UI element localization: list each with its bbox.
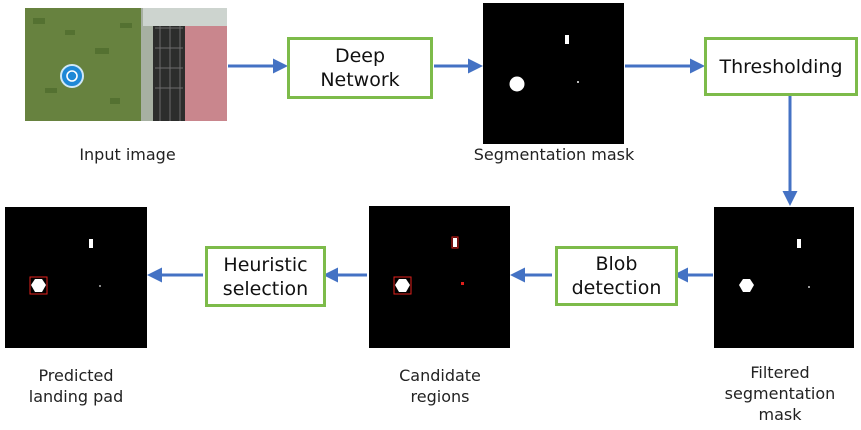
caption-segmentation-mask: Segmentation mask xyxy=(473,145,635,164)
caption-candidate-regions: Candidate regions xyxy=(399,366,481,406)
segmentation-mask-image xyxy=(483,3,624,144)
landing-pad xyxy=(60,64,84,88)
caption-input-image: Input image xyxy=(79,145,176,164)
blob-detection-box: Blob detection xyxy=(555,246,678,306)
caption-predicted-pad: Predicted landing pad xyxy=(28,366,124,406)
deep-network-box: Deep Network xyxy=(287,37,433,99)
predicted-pad-image xyxy=(5,207,147,348)
filtered-mask-image xyxy=(714,207,854,348)
thresholding-box: Thresholding xyxy=(704,37,858,96)
heuristic-selection-box: Heuristic selection xyxy=(205,246,326,307)
candidate-regions-image xyxy=(369,206,510,348)
caption-filtered-mask: Filtered segmentation mask xyxy=(724,363,836,424)
input-image xyxy=(25,8,227,121)
